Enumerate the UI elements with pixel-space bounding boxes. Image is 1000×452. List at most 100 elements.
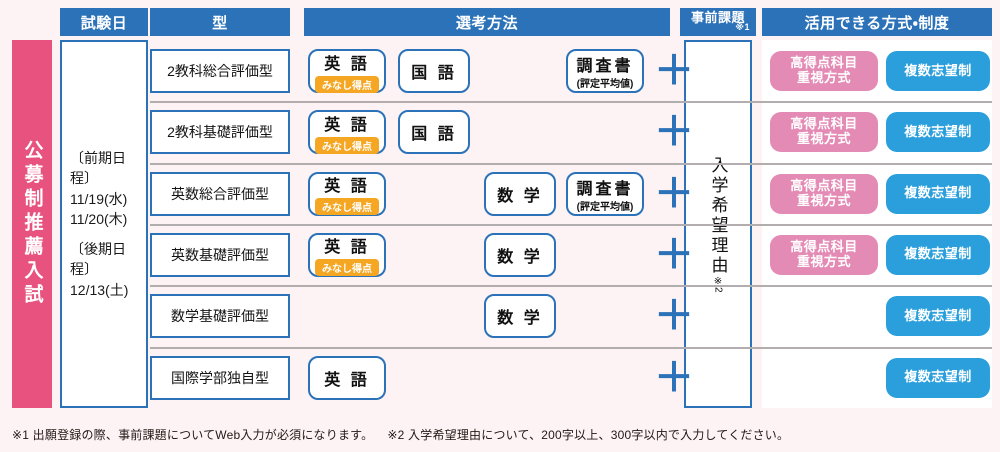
subject-pill-english: 英 語みなし得点 <box>308 110 386 155</box>
header-type-label: 型 <box>212 14 228 32</box>
table-row: 英数総合評価型 英 語みなし得点 数 学 調査書(評定平均値)＋ 高得点科目重視方式 複数… <box>150 162 992 224</box>
row-type-box: 英数基礎評価型 <box>150 232 290 277</box>
badge-multiple-choice-system: 複数志望制 <box>886 51 990 91</box>
row-separator <box>150 346 992 349</box>
subject-label-report-sub: (評定平均値) <box>576 79 634 90</box>
badge-high-score-emphasis: 高得点科目重視方式 <box>770 173 878 214</box>
badge-multiple-choice-system: 複数志望制 <box>886 173 990 214</box>
badge-multiple-choice-system-label: 複数志望制 <box>904 369 972 385</box>
plus-icon: ＋ <box>654 110 694 155</box>
badge-high-score-emphasis: 高得点科目重視方式 <box>770 112 878 153</box>
subject-pill-english: 英 語みなし得点 <box>308 171 386 216</box>
badge-multiple-choice-system-label: 複数志望制 <box>904 62 972 78</box>
footnotes: ※1 出願登録の際、事前課題についてWeb入力が必須になります。 ※2 入学希望理… <box>12 426 972 443</box>
subject-pill-japanese: 国 語 <box>398 49 470 93</box>
subject-label-english: 英 語 <box>324 178 370 196</box>
footnote-2: ※2 入学希望理由について、200字以上、300字以内で入力してください。 <box>387 428 790 442</box>
table-row: 英数基礎評価型 英 語みなし得点 数 学 ＋ 高得点科目重視方式 複数志望制 <box>150 223 992 285</box>
plus-icon: ＋ <box>654 294 694 339</box>
subject-label-math: 数 学 <box>497 248 543 266</box>
subject-label-report: 調査書 <box>576 180 634 198</box>
row-type-label: 国際学部独自型 <box>171 369 269 386</box>
subject-label-english: 英 語 <box>324 239 370 257</box>
exam-date-cell: 〔前期日程〕 11/19(水) 11/20(木) 〔後期日程〕 12/13(土) <box>60 40 148 408</box>
plus-icon: ＋ <box>654 49 694 93</box>
row-separator <box>150 162 992 165</box>
subject-pill-report: 調査書(評定平均値) <box>566 171 644 216</box>
row-type-label: 2教科基礎評価型 <box>167 124 273 141</box>
pre-assignment-note: ※2 <box>712 275 724 293</box>
badge-high-score-emphasis-line2: 重視方式 <box>796 131 851 147</box>
exam-category-label: 公募制推薦入試 <box>21 140 43 308</box>
row-separator <box>150 101 992 104</box>
exam-date-first-1: 11/19(水) <box>70 190 128 207</box>
header-pre-assignment-label: 事前課題 <box>690 10 745 26</box>
table-row: 国際学部独自型 英 語 ＋ 複数志望制 <box>150 346 992 408</box>
subject-label-report: 調査書 <box>576 58 634 75</box>
row-separator <box>150 223 992 226</box>
header-selection-method-label: 選考方法 <box>455 14 518 32</box>
deemed-score-badge: みなし得点 <box>315 75 379 93</box>
row-type-box: 2教科基礎評価型 <box>150 110 290 155</box>
subject-label-japanese: 国 語 <box>411 65 457 82</box>
plus-icon: ＋ <box>654 171 694 216</box>
footnote-1: ※1 出願登録の際、事前課題についてWeb入力が必須になります。 <box>12 428 374 442</box>
badge-multiple-choice-system: 複数志望制 <box>886 112 990 153</box>
subject-pill-math: 数 学 <box>484 171 556 216</box>
subject-pill-math: 数 学 <box>484 294 556 339</box>
subject-pill-math: 数 学 <box>484 232 556 277</box>
badge-high-score-emphasis-line1: 高得点科目 <box>790 177 858 193</box>
header-pre-assignment-note: ※1 <box>735 22 750 33</box>
header-type: 型 <box>150 8 290 36</box>
exam-category-band: 公募制推薦入試 <box>12 40 52 408</box>
badge-high-score-emphasis: 高得点科目重視方式 <box>770 51 878 91</box>
row-type-box: 数学基礎評価型 <box>150 294 290 339</box>
subject-pill-english: 英 語 <box>308 355 386 400</box>
row-type-box: 英数総合評価型 <box>150 171 290 216</box>
table-row: 数学基礎評価型 数 学 ＋ 複数志望制 <box>150 285 992 346</box>
row-type-label: 英数総合評価型 <box>171 185 269 202</box>
header-pre-assignment: 事前課題 ※1 <box>680 8 756 36</box>
table-row: 2教科総合評価型英 語みなし得点国 語調査書(評定平均値)＋高得点科目重視方式複… <box>150 40 992 101</box>
subject-pill-japanese: 国 語 <box>398 110 470 155</box>
subject-pill-report: 調査書 (評定平均値) <box>566 49 644 93</box>
header-available-systems-label: 活用できる方式・制度 <box>804 14 950 32</box>
badge-high-score-emphasis-line2: 重視方式 <box>796 253 851 269</box>
badge-high-score-emphasis-line2: 重視方式 <box>796 70 851 85</box>
subject-pill-english: 英 語みなし得点 <box>308 232 386 277</box>
badge-high-score-emphasis: 高得点科目重視方式 <box>770 234 878 275</box>
badge-high-score-emphasis-line1: 高得点科目 <box>790 238 858 254</box>
header-exam-date: 試験日 <box>60 8 148 36</box>
badge-high-score-emphasis-line1: 高得点科目 <box>790 55 858 71</box>
plus-icon: ＋ <box>654 355 694 400</box>
badge-multiple-choice-system-label: 複数志望制 <box>904 307 972 323</box>
badge-multiple-choice-system-label: 複数志望制 <box>904 246 972 262</box>
subject-label-english: 英 語 <box>324 371 370 389</box>
badge-multiple-choice-system-label: 複数志望制 <box>904 123 972 139</box>
deemed-score-badge: みなし得点 <box>315 198 379 216</box>
badge-high-score-emphasis-line2: 重視方式 <box>796 192 851 208</box>
plus-icon: ＋ <box>654 232 694 277</box>
header-selection-method: 選考方法 <box>304 8 670 36</box>
row-type-label: 英数基礎評価型 <box>171 246 269 263</box>
exam-date-first-2: 11/20(木) <box>70 210 128 227</box>
badge-multiple-choice-system-label: 複数志望制 <box>904 185 972 201</box>
row-type-box: 国際学部独自型 <box>150 355 290 400</box>
subject-label-english: 英 語 <box>324 116 370 134</box>
exam-date-second-1: 12/13(土) <box>70 281 129 298</box>
subject-pill-english: 英 語みなし得点 <box>308 49 386 93</box>
deemed-score-badge: みなし得点 <box>315 259 379 277</box>
exam-date-second-label: 〔後期日程〕 <box>70 241 126 278</box>
badge-multiple-choice-system: 複数志望制 <box>886 296 990 337</box>
deemed-score-badge: みなし得点 <box>315 136 379 154</box>
exam-date-spacer <box>70 229 146 239</box>
pre-assignment-text: 入学希望理由 <box>708 155 728 276</box>
subject-label-math: 数 学 <box>497 187 543 205</box>
subject-label-english: 英 語 <box>324 55 370 73</box>
subject-label-japanese: 国 語 <box>411 126 457 144</box>
pre-assignment-vertical-text: 入学希望理由 ※2 <box>706 156 731 293</box>
table-row: 2教科基礎評価型 英 語みなし得点 国 語 ＋ 高得点科目重視方式 複数志望制 <box>150 101 992 162</box>
badge-multiple-choice-system: 複数志望制 <box>886 357 990 398</box>
row-separator <box>150 285 992 288</box>
